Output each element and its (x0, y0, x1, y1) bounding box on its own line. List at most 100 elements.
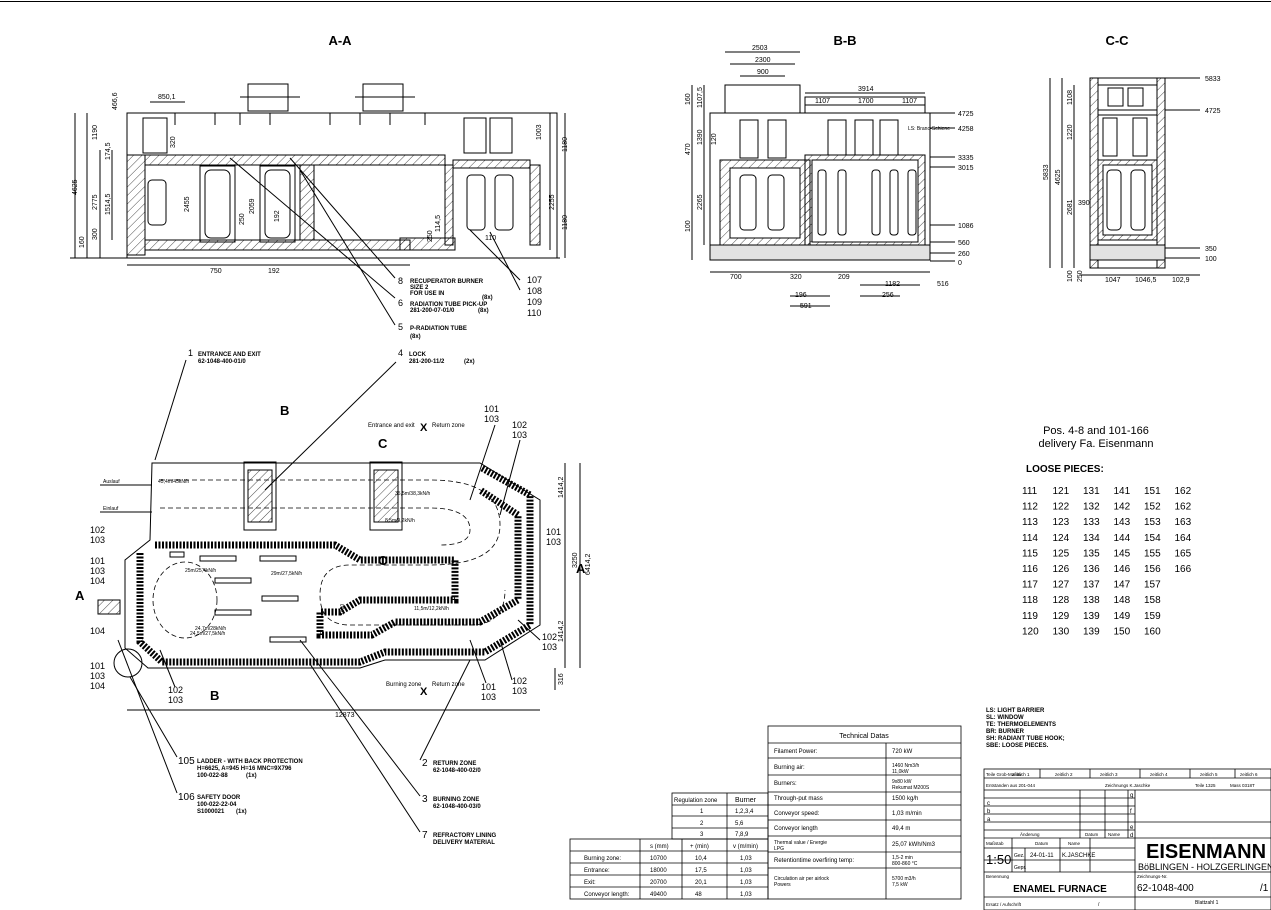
dim: 470 (685, 143, 692, 155)
dim: 6414,2 (585, 553, 592, 575)
dim: 110 (485, 235, 496, 242)
loose-piece-number: 116 (1022, 564, 1038, 575)
pos-number: 107 (527, 275, 542, 285)
plan-label: Einlauf (103, 506, 119, 512)
ref-number: 103 (481, 692, 496, 702)
loose-piece-number: 117 (1022, 580, 1038, 591)
dim: 1047 (1105, 277, 1121, 284)
rev-letter: d (1130, 833, 1133, 839)
loose-piece-number: 151 (1144, 486, 1161, 497)
dim: 4625 (72, 179, 79, 195)
table-cell: 10,4 (695, 856, 707, 862)
ref-number: 103 (90, 566, 105, 576)
table-cell: 1,03 (740, 880, 752, 886)
titleblock-label: Mass 0318T (1230, 783, 1255, 788)
dim: 3335 (958, 155, 974, 162)
titleblock-label: Gepr. (1014, 865, 1026, 871)
direction-label: Return zone (432, 682, 465, 688)
direction-marker: X (420, 422, 428, 434)
ref-number: 101 (484, 404, 499, 414)
loose-piece-number: 130 (1053, 626, 1070, 637)
callout-number: 6 (398, 298, 403, 308)
dim: 1107 (815, 98, 830, 105)
dim: 102,9 (1172, 277, 1190, 284)
loose-piece-number: 132 (1083, 502, 1100, 513)
dim: 2775 (92, 194, 99, 210)
loose-pieces-title: LOOSE PIECES: (1026, 464, 1104, 475)
loose-piece-number: 124 (1053, 533, 1070, 544)
loose-piece-number: 163 (1175, 517, 1192, 528)
titleblock-label: Benennung (986, 874, 1010, 879)
table-cell: Conveyor speed: (774, 811, 820, 817)
plan-label: Auslauf (103, 479, 120, 485)
callout-qty: (8x) (410, 334, 421, 340)
ref-number: 102 (90, 525, 105, 535)
table-header: Regulation zone (674, 798, 718, 804)
dim: 3914 (858, 86, 874, 93)
dim: 3250 (572, 552, 579, 568)
ref-number: 103 (90, 535, 105, 545)
delivery-note: Pos. 4-8 and 101-166 (1043, 425, 1149, 437)
loose-piece-number: 146 (1114, 564, 1131, 575)
dim: 300 (92, 228, 99, 240)
dim: 1003 (536, 124, 543, 140)
speed-label: 25m/25,4kN/h (185, 568, 216, 574)
ref-number: 103 (546, 537, 561, 547)
legend-item: SBE: LOOSE PIECES. (986, 743, 1049, 749)
dim: 2265 (697, 194, 704, 210)
table-cell: 49,4 m (892, 826, 910, 832)
dim: 250 (1077, 270, 1084, 282)
section-marker-b: B (210, 688, 219, 703)
dim-note: LS: Brand-Schiene (908, 126, 950, 132)
dim: 196 (795, 292, 807, 299)
titleblock-label: zeitlich 6 (1240, 772, 1258, 777)
loose-piece-number: 127 (1053, 580, 1070, 591)
loose-piece-number: 166 (1175, 564, 1192, 575)
callout-number: 5 (398, 322, 403, 332)
dim: 250 (427, 230, 434, 242)
loose-piece-number: 152 (1144, 502, 1161, 513)
delivery-note: delivery Fa. Eisenmann (1039, 438, 1154, 450)
dim: 1390 (697, 129, 704, 145)
table-cell: 17,5 (695, 868, 707, 874)
table-cell: 5,6 (735, 821, 744, 827)
section-marker-c: C (378, 436, 388, 451)
dim: 2455 (184, 196, 191, 212)
dim: 320 (170, 136, 177, 148)
ref-number: 103 (512, 686, 527, 696)
table-cell: Retentiontime overfiring temp: (774, 858, 854, 864)
table-cell: 1500 kg/h (892, 796, 918, 802)
titleblock-label: Name (1108, 832, 1121, 837)
speed-label: 35,5m/38,3kN/h (395, 491, 431, 497)
rev-letter: g (1130, 793, 1133, 799)
loose-piece-number: 135 (1083, 548, 1100, 559)
speed-label: 24,5m/27,5kN/h (190, 631, 226, 637)
table-cell: Conveyor length (774, 826, 818, 832)
direction-label: Return zone (432, 423, 465, 429)
table-cell: Entrance: (584, 868, 610, 874)
speed-label: 24,7m/28kN/h (195, 626, 226, 632)
legend-item: LS: LIGHT BARRIER (986, 708, 1045, 714)
loose-piece-number: 129 (1053, 611, 1070, 622)
table-cell: Conveyor length: (584, 892, 630, 898)
ref-number: 102 (512, 676, 527, 686)
titleblock-label: Datum (1085, 832, 1099, 837)
ref-number: 104 (90, 681, 105, 691)
dim: 4258 (958, 126, 974, 133)
callout-number: 3 (422, 794, 428, 805)
dim: 114,5 (435, 215, 442, 232)
table-cell: 1,03 (740, 856, 752, 862)
dim: 1107,5 (697, 87, 704, 108)
loose-piece-number: 149 (1114, 611, 1131, 622)
table-header: s (mm) (650, 844, 669, 850)
table-cell: 1 (700, 809, 704, 815)
loose-piece-number: 138 (1083, 595, 1100, 606)
